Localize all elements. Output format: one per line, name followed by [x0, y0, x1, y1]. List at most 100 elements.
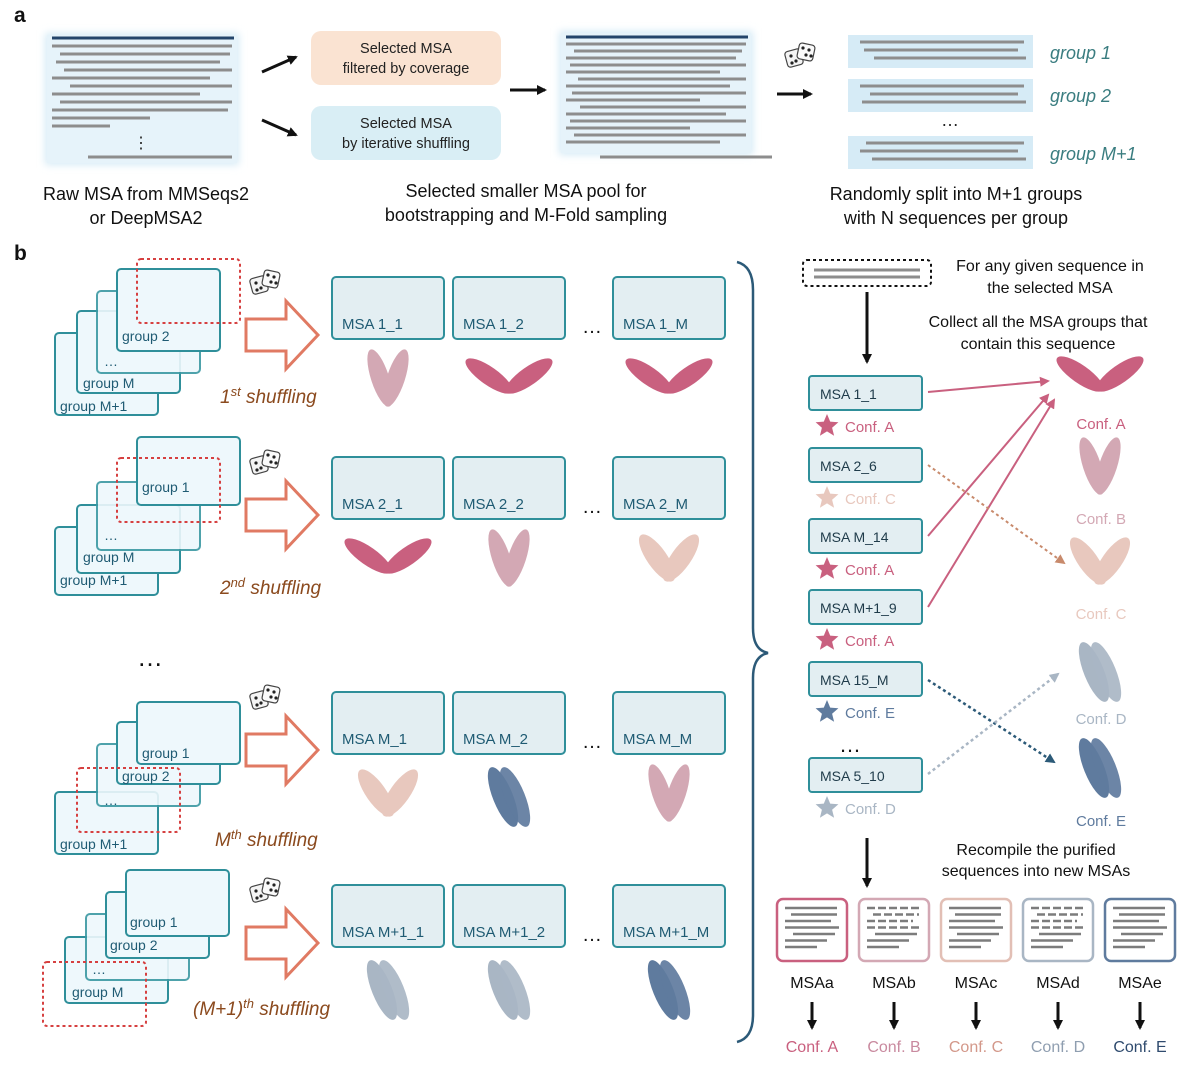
round-4-msa-label-2: MSA M+1_2 [463, 924, 545, 941]
round-4-ellipsis: … [582, 924, 602, 946]
round-3-shuffle-label: Mth shuffling [215, 827, 318, 851]
r1-stack-label-2: … [104, 353, 118, 369]
round-3-msa-box-1 [331, 691, 445, 755]
round-1-conformation-2-icon [465, 358, 553, 394]
coverage-box-line1: Selected MSA [360, 41, 452, 57]
round-3-conformation-1-icon [357, 769, 419, 817]
final-conf-label-1: Conf. A [786, 1039, 839, 1056]
rm-stack-label-1: group 1 [142, 745, 190, 761]
round-4-msa-box-1 [331, 884, 445, 948]
conformation-A-label: Conf. A [1076, 416, 1125, 433]
final-conf-label-4: Conf. D [1031, 1039, 1085, 1056]
right-star-icon-4 [815, 628, 839, 650]
round-1-msa-box-1 [331, 276, 445, 340]
round-4-conformation-2-icon [487, 960, 531, 1020]
dice-icon [783, 41, 817, 69]
round-3-conformation-2-icon [487, 767, 531, 827]
round-4-dice-icon [248, 876, 282, 904]
group-2-label: group 2 [1050, 86, 1111, 106]
right-msa-box-5 [808, 661, 923, 697]
arrow-msa15m-to-E [927, 678, 1056, 764]
right-msa-label-2: MSA 2_6 [820, 458, 877, 474]
round-3-msa-label-1: MSA M_1 [342, 731, 407, 748]
collect-note-line2: contain this sequence [961, 336, 1116, 353]
grouping-brace [736, 260, 769, 1044]
round-1-msa-label-3: MSA 1_M [623, 316, 688, 333]
round-1-msa-label-2: MSA 1_2 [463, 316, 524, 333]
vertical-ellipsis: ⋮ [133, 135, 149, 152]
shuffle-box-line1: Selected MSA [360, 116, 452, 132]
round-3-msa-label-2: MSA M_2 [463, 731, 528, 748]
rm-stack-label-2: group 2 [122, 768, 170, 784]
raw-msa-caption-line1: Raw MSA from MMSeqs2 [43, 184, 249, 204]
right-star-icon-1 [815, 414, 839, 436]
round-4-msa-box-3 [612, 884, 726, 948]
conformation-E-label: Conf. E [1076, 813, 1126, 830]
right-conf-label-5: Conf. E [845, 705, 895, 722]
rm1-stack-label-4: group M [72, 984, 123, 1000]
right-conf-label-1: Conf. A [845, 419, 894, 436]
right-msa-box-2 [808, 447, 923, 483]
r2-stack-label-2: … [104, 527, 118, 543]
round-4-msa-label-1: MSA M+1_1 [342, 924, 424, 941]
new-msa-label-5: MSAe [1118, 975, 1162, 992]
round-4-msa-label-3: MSA M+1_M [623, 924, 709, 941]
conformation-E-icon [1078, 738, 1122, 798]
recompile-line2: sequences into new MSAs [942, 863, 1131, 880]
round-4-shuffle-arrow [244, 907, 320, 979]
coverage-box-line2: filtered by coverage [343, 61, 470, 77]
round-2-dice-icon [248, 448, 282, 476]
split-caption-line1: Randomly split into M+1 groups [830, 184, 1083, 204]
arrow-msa11-to-A [927, 376, 1050, 393]
right-conf-label-2: Conf. C [845, 491, 896, 508]
rm1-stack-label-3: … [92, 961, 106, 977]
rm1-stack-label-1: group 1 [130, 914, 178, 930]
new-msa-label-2: MSAb [872, 975, 916, 992]
coverage-filter-box [311, 31, 501, 85]
round-4-msa-box-2 [452, 884, 566, 948]
right-msa-box-1 [808, 375, 923, 411]
split-caption-line2: with N sequences per group [843, 208, 1068, 228]
rounds-ellipsis: … [137, 642, 163, 672]
pool-caption-line2: bootstrapping and M-Fold sampling [385, 205, 667, 225]
round-3-msa-box-3 [612, 691, 726, 755]
group-1-label: group 1 [1050, 43, 1111, 63]
right-star-icon-3 [815, 557, 839, 579]
iterative-shuffle-box [311, 106, 501, 160]
recompile-line1: Recompile the purified [956, 842, 1115, 859]
raw-msa-document: ⋮ [45, 33, 239, 165]
raw-msa-caption-line2: or DeepMSA2 [89, 208, 202, 228]
round-4-shuffle-label: (M+1)th shuffling [193, 996, 330, 1020]
round-1-conformation-3-icon [625, 358, 713, 394]
right-msa-box-3 [808, 518, 923, 554]
r2-stack-label-3: group M [83, 549, 134, 565]
round-1-dice-icon [248, 268, 282, 296]
conformation-D-label: Conf. D [1076, 711, 1127, 728]
right-star-icon-6 [815, 796, 839, 818]
arrow-to-coverage [261, 55, 298, 74]
round-2-msa-label-3: MSA 2_M [623, 496, 688, 513]
final-conf-label-2: Conf. B [867, 1039, 920, 1056]
panel-a-label: a [14, 4, 26, 27]
group-1-bar [848, 35, 1033, 68]
r1-stack-label-3: group M [83, 375, 134, 391]
round-3-dice-icon [248, 683, 282, 711]
rm-stack-label-3: … [104, 792, 118, 808]
group-m1-label: group M+1 [1050, 144, 1137, 164]
new-msa-label-1: MSAa [790, 975, 834, 992]
round-1-shuffle-arrow [244, 299, 320, 371]
round-3-msa-label-3: MSA M_M [623, 731, 692, 748]
right-msa-label-5: MSA 15_M [820, 672, 888, 688]
final-conf-label-5: Conf. E [1113, 1039, 1166, 1056]
right-conf-label-6: Conf. D [845, 801, 896, 818]
arrow-msam14-to-A [927, 393, 1050, 537]
msa-pool-document [559, 31, 772, 159]
sequence-note-line1: For any given sequence in [956, 258, 1144, 275]
conformation-B-label: Conf. B [1076, 511, 1126, 528]
round-2-msa-box-1 [331, 456, 445, 520]
conformation-C-label: Conf. C [1076, 606, 1127, 623]
right-ellipsis: … [839, 732, 861, 757]
r2-stack-label-4: group M+1 [60, 572, 128, 588]
